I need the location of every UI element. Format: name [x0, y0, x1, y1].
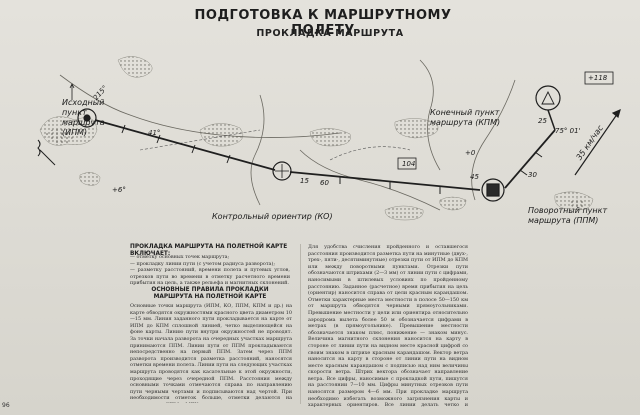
right-column-text: Для удобства счисления пройденного и ост… — [308, 244, 468, 409]
grid-box — [397, 157, 417, 170]
page-title: ПОДГОТОВКА К МАРШРУТНОМУ ПОЛЕТУ — [194, 8, 452, 38]
distance-45: 45 — [470, 173, 479, 181]
page-number: 96 — [2, 402, 10, 409]
declination-label: +6° — [112, 186, 126, 194]
start-point-label: Исходный пункт маршрута (ИПМ) — [62, 98, 105, 137]
section2-text: Основные точки маршрута (ИПМ, КО, ППМ, К… — [130, 303, 292, 403]
north-arrow-icon — [69, 83, 75, 100]
section2-title: ОСНОВНЫЕ ПРАВИЛА ПРОКЛАДКИ МАРШРУТА НА П… — [151, 287, 269, 300]
wind-vector — [37, 139, 56, 166]
end-point-marker — [535, 85, 561, 111]
turn-point-marker — [481, 178, 505, 202]
section1-title: ПРОКЛАДКА МАРШРУТА НА ПОЛЕТНОЙ КАРТЕ ВКЛ… — [130, 244, 288, 257]
forest-dense — [45, 128, 586, 208]
control-point-label: Контрольный ориентир (КО) — [212, 212, 333, 221]
distance-30: 30 — [528, 171, 537, 179]
start-point-marker — [77, 108, 97, 128]
speed-arrow — [574, 108, 621, 176]
column-divider — [300, 244, 301, 404]
elevation-plus-label: +0 — [465, 149, 476, 157]
page-subtitle: ПРОКЛАДКА МАРШРУТА — [256, 28, 404, 39]
list-item: — разметку расстояний, времени полета и … — [130, 267, 290, 287]
elevation-label: +118 — [588, 74, 608, 82]
heading2-label: 75° 01' — [555, 127, 581, 135]
turn-point-label: Поворотный пункт маршрута (ППМ) — [528, 206, 608, 225]
route-map — [37, 56, 621, 221]
rivers — [59, 59, 516, 211]
route-line — [94, 119, 556, 191]
distance-60: 60 — [320, 179, 329, 187]
forest-areas — [39, 56, 594, 221]
end-point-label: Конечный пункт маршрута (КПМ) — [430, 108, 501, 127]
roads — [139, 129, 411, 161]
distance-25: 25 — [538, 117, 547, 125]
section1-list: — отметку основных точек маршрута; — про… — [130, 254, 290, 287]
route-ticks — [121, 124, 543, 194]
distance-15: 15 — [300, 177, 309, 185]
grid-box-label: 104 — [402, 160, 416, 168]
elevation-box — [584, 71, 614, 85]
list-item: — прокладку линии пути (с учетом радиуса… — [130, 260, 275, 267]
control-point-marker — [272, 161, 292, 181]
bearing-label: 41° — [148, 129, 161, 137]
list-item: — отметку основных точек маршрута; — [130, 254, 230, 260]
